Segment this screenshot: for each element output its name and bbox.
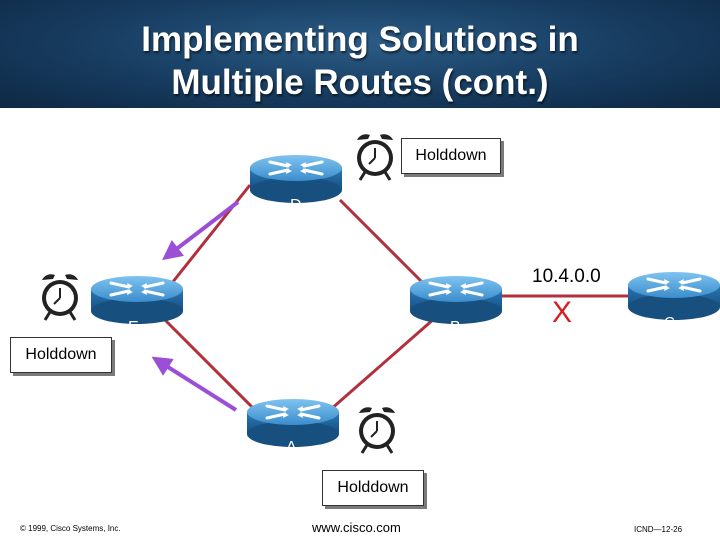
router-label-a: A	[286, 439, 297, 456]
arrow-icon	[162, 200, 240, 261]
router-label-d: D	[290, 197, 302, 214]
router-icon	[89, 274, 185, 326]
router-label-b: B	[450, 319, 461, 336]
holddown-label-bottom: Holddown	[337, 479, 409, 496]
title-line-2: Multiple Routes (cont.)	[171, 63, 549, 102]
router-icon	[248, 153, 344, 205]
router-d: D	[248, 153, 344, 214]
arrow-icon	[151, 356, 238, 412]
holddown-box-left: Holddown	[10, 337, 112, 373]
slide-header: Implementing Solutions in Multiple Route…	[0, 0, 720, 108]
router-c: C	[626, 270, 720, 331]
link-failure-icon: X	[552, 296, 572, 329]
link-b-a	[329, 316, 436, 412]
link-e-a	[163, 318, 257, 412]
network-label: 10.4.0.0	[532, 266, 601, 287]
title-line-1: Implementing Solutions in	[141, 20, 579, 59]
holddown-label-top: Holddown	[415, 147, 487, 164]
router-a: A	[245, 397, 341, 456]
router-label-c: C	[664, 314, 675, 331]
slide-title: Implementing Solutions in Multiple Route…	[0, 18, 720, 104]
holddown-box-bottom: Holddown	[322, 470, 424, 506]
link-d-e	[170, 184, 252, 284]
router-icon	[408, 274, 504, 326]
holddown-label-left: Holddown	[25, 346, 97, 363]
network-links	[163, 184, 632, 412]
footer-page-ref: ICND—12-26	[634, 525, 683, 534]
router-e: E	[89, 274, 185, 336]
router-label-e: E	[128, 319, 139, 336]
alarm-clock-icon	[40, 272, 80, 322]
router-icon	[626, 270, 720, 322]
link-d-b	[338, 198, 432, 292]
holddown-box-top: Holddown	[401, 138, 501, 174]
footer-copyright: © 1999, Cisco Systems, Inc.	[20, 524, 121, 533]
alarm-clock-icon	[355, 132, 395, 182]
alarm-clock-icon	[357, 405, 397, 455]
footer-website[interactable]: www.cisco.com	[312, 520, 401, 535]
router-b: B	[408, 274, 504, 336]
